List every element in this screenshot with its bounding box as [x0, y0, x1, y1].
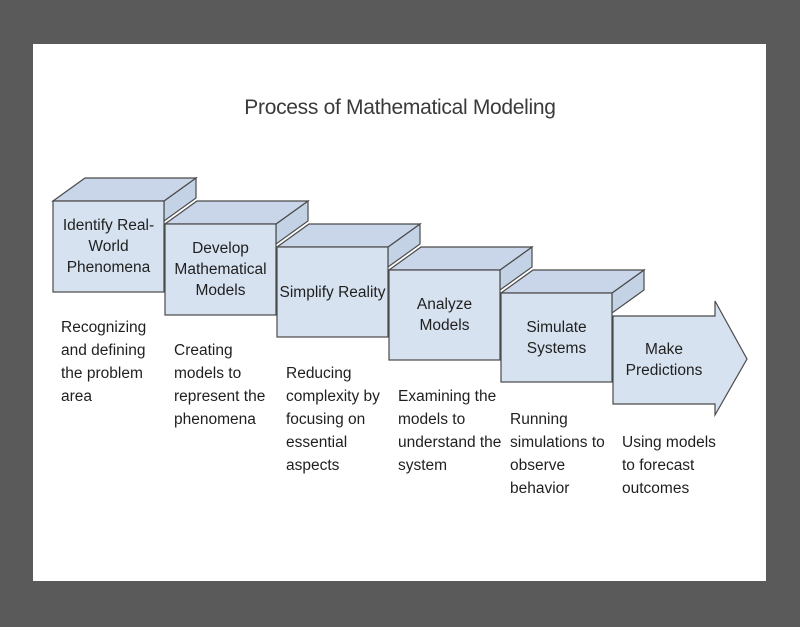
- step-1-label: Identify Real- World Phenomena: [62, 217, 155, 276]
- step-3-label: Simplify Reality: [279, 283, 386, 301]
- step-6-label: Make Predictions: [625, 341, 703, 379]
- step-6-description: Using models to forecast outcomes: [622, 434, 716, 497]
- step-2-label: Develop Mathematical Models: [174, 240, 267, 299]
- step-1-box: [52, 200, 165, 293]
- step-5-description: Running simulations to observe behavior: [510, 411, 605, 497]
- step-6-arrow: [612, 300, 748, 418]
- diagram-title: Process of Mathematical Modeling: [244, 96, 556, 119]
- step-3-description: Reducing complexity by focusing on essen…: [286, 365, 380, 474]
- step-4-label: Analyze Models: [416, 296, 473, 334]
- step-5-label: Simulate Systems: [526, 318, 587, 357]
- step-3-box: [276, 246, 389, 338]
- step-4-box: [388, 269, 501, 361]
- step-5-box: [500, 292, 613, 383]
- step-1-description: Recognizing and defining the problem are…: [61, 319, 147, 405]
- step-2-box: [164, 223, 277, 316]
- step-2-description: Creating models to represent the phenome…: [174, 342, 266, 428]
- step-4-description: Examining the models to understand the s…: [398, 388, 502, 474]
